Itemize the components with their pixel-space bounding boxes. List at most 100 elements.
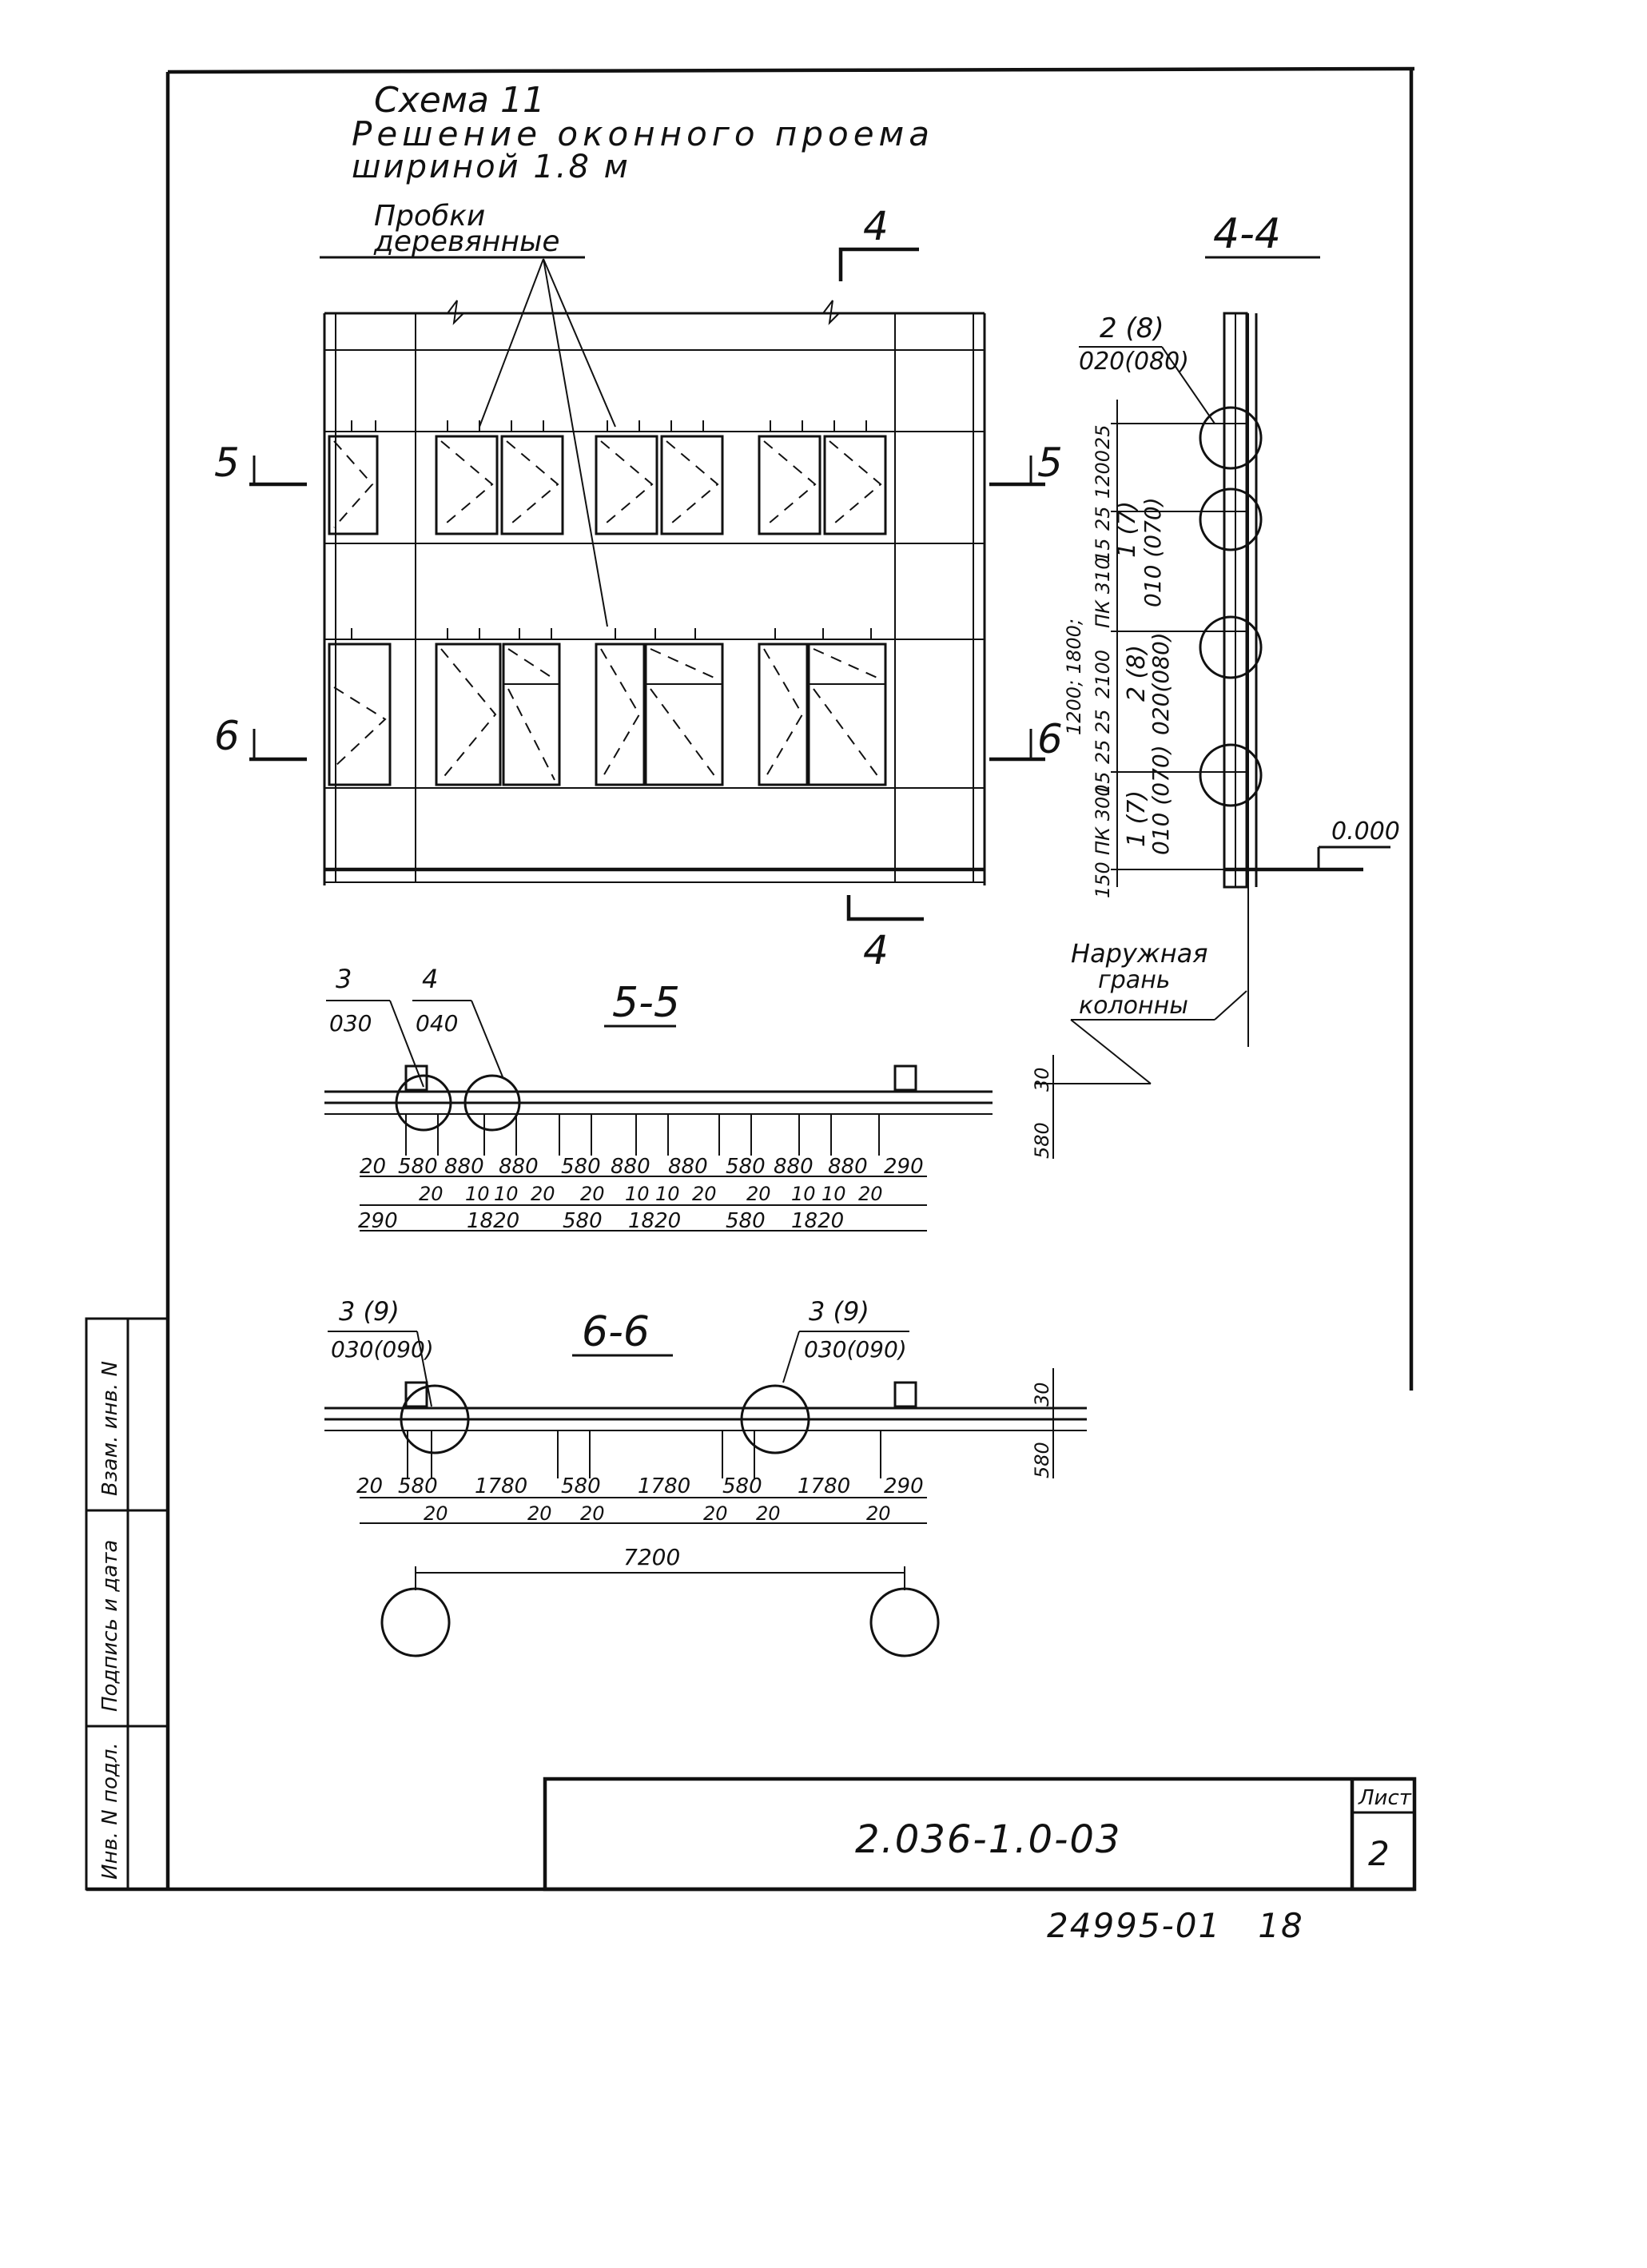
plugs-label-line-1: Пробки — [374, 200, 485, 233]
s55-r2-5: 10 — [625, 1183, 650, 1205]
s55-r2-3: 20 — [531, 1183, 555, 1205]
s44-callout-1-bottom: 020(080) — [1079, 348, 1189, 376]
s55-dim-row-2: 20 10 10 20 20 10 10 20 20 10 10 20 — [419, 1183, 883, 1205]
s55-height-2: 580 — [1031, 1122, 1053, 1159]
s55-r2-8: 20 — [746, 1183, 771, 1205]
section-4-4: 4-4 0.000 2 (8) 020(080) 1 (7) 010 (070)… — [1036, 210, 1400, 1084]
s66-callout-1-top: 3 (9) — [339, 1296, 400, 1327]
section-mark-6-left: 6 — [214, 713, 307, 762]
s66-height-2: 580 — [1031, 1442, 1053, 1478]
s66-height-1: 30 — [1031, 1382, 1053, 1407]
sheet-frame — [86, 66, 1415, 1892]
plugs-label: Пробки деревянные — [320, 200, 616, 627]
section-mark-5-right: 5 — [989, 440, 1063, 487]
s55-callout-2-bottom: 040 — [416, 1010, 458, 1037]
lower-window-band — [328, 643, 887, 786]
s55-r1-5: 880 — [611, 1155, 650, 1179]
s44-dim-6: 1200; 1800; — [1063, 619, 1085, 735]
s66-r2-5: 20 — [866, 1502, 891, 1525]
s66-r1-3: 580 — [561, 1474, 601, 1498]
s55-r1-0: 20 — [360, 1155, 386, 1179]
section-mark-4-bottom: 4 — [846, 895, 924, 973]
s55-callout-1-bottom: 030 — [329, 1010, 372, 1037]
s44-note-line-1: Наружная — [1071, 938, 1208, 969]
s55-dim-row-3: 290 1820 580 1820 580 1820 — [358, 1209, 844, 1233]
s66-dim-row-1: 20 580 1780 580 1780 580 1780 290 — [356, 1474, 924, 1498]
s66-r2-3: 20 — [703, 1502, 728, 1525]
s55-r1-7: 580 — [726, 1155, 766, 1179]
s44-dim-3: 25 — [1092, 506, 1114, 531]
s66-r2-2: 20 — [580, 1502, 605, 1525]
s55-r2-4: 20 — [580, 1183, 605, 1205]
s66-r1-7: 290 — [884, 1474, 924, 1498]
scheme-title: Схема 11 Решение оконного проема шириной… — [352, 80, 929, 185]
s55-r2-11: 20 — [858, 1183, 883, 1205]
section-mark-5-left-label: 5 — [214, 440, 240, 486]
level-mark: 0.000 — [1331, 818, 1400, 846]
s44-callout-1-top: 2 (8) — [1100, 312, 1164, 344]
s66-r2-1: 20 — [527, 1502, 552, 1525]
s55-r1-6: 880 — [668, 1155, 708, 1179]
s44-dim-10: 15 — [1092, 771, 1114, 796]
s66-r1-5: 580 — [722, 1474, 762, 1498]
s44-callout-3-top: 2 (8) — [1123, 645, 1151, 702]
s44-dim-2: 1200 — [1092, 450, 1114, 499]
s55-dim-row-1: 20 580 880 880 580 880 880 580 880 880 2… — [360, 1155, 924, 1179]
title-block-sheet-number: 2 — [1368, 1834, 1390, 1873]
s66-callout-2-bottom: 030(090) — [804, 1336, 907, 1363]
s66-callout-2-top: 3 (9) — [809, 1296, 869, 1327]
s44-dim-7: 2100 — [1092, 650, 1114, 698]
s55-r1-2: 880 — [444, 1155, 484, 1179]
s44-dim-9: 25 — [1092, 739, 1114, 764]
s55-r2-9: 10 — [791, 1183, 816, 1205]
s44-note-line-2: грань — [1098, 966, 1170, 994]
footer-stamp: 24995-01 18 — [1047, 1906, 1304, 1945]
title-block: 2.036-1.0-03 Лист 2 — [543, 1777, 1417, 1892]
s55-r2-7: 20 — [692, 1183, 717, 1205]
s66-dim-row-2: 20 20 20 20 20 20 — [424, 1502, 891, 1525]
s55-r2-0: 20 — [419, 1183, 444, 1205]
title-block-sheet-label: Лист — [1358, 1786, 1412, 1810]
s44-dim-5: ПК 310 — [1092, 557, 1114, 628]
s55-callout-1-top: 3 — [336, 964, 352, 994]
section-mark-4-top: 4 — [838, 203, 919, 281]
s44-dim-11: ПК 300 — [1092, 784, 1114, 855]
plug-posts — [351, 420, 872, 639]
axis-marker-right — [869, 1587, 940, 1657]
s66-r1-1: 580 — [398, 1474, 438, 1498]
upper-window-band — [328, 435, 887, 535]
section-mark-4-top-label: 4 — [863, 203, 889, 249]
section-mark-5-left: 5 — [214, 440, 307, 487]
s66-r1-0: 20 — [356, 1474, 383, 1498]
s55-r1-8: 880 — [774, 1155, 814, 1179]
s66-total: 7200 — [623, 1544, 680, 1570]
s55-r3-1: 1820 — [467, 1209, 519, 1233]
side-stamp: Взам. инв. N Подпись и дата Инв. N подл. — [85, 1317, 169, 1891]
s55-r1-1: 580 — [398, 1155, 438, 1179]
s66-r2-4: 20 — [756, 1502, 781, 1525]
section-6-6-title: 6-6 — [582, 1308, 650, 1356]
s55-height-1: 30 — [1031, 1067, 1053, 1092]
s66-r2-0: 20 — [424, 1502, 448, 1525]
s44-callout-2-bottom: 010 (070) — [1140, 497, 1166, 607]
stamp-inv-subst: Взам. инв. N — [98, 1361, 122, 1496]
s44-dim-8: 25 — [1092, 709, 1114, 734]
s44-callout-4-top: 1 (7) — [1123, 790, 1151, 847]
s55-r1-9: 880 — [828, 1155, 868, 1179]
s55-r2-1: 10 — [465, 1183, 490, 1205]
title-block-code: 2.036-1.0-03 — [855, 1817, 1121, 1862]
s66-r1-2: 1780 — [475, 1474, 527, 1498]
s66-callout-1-bottom: 030(090) — [331, 1336, 434, 1363]
stamp-inv-orig: Инв. N подл. — [98, 1742, 122, 1880]
s55-r1-3: 880 — [499, 1155, 539, 1179]
section-mark-5-right-label: 5 — [1037, 440, 1063, 486]
section-mark-6-left-label: 6 — [214, 713, 240, 759]
s44-dim-12: 150 — [1092, 861, 1114, 898]
stamp-signature-date: Подпись и дата — [98, 1540, 122, 1712]
section-5-5: 5-5 3 030 4 040 30 580 — [324, 964, 1054, 1233]
s55-callout-2-top: 4 — [422, 964, 438, 994]
s55-r3-2: 580 — [563, 1209, 603, 1233]
s55-r3-3: 1820 — [628, 1209, 681, 1233]
s55-r3-4: 580 — [726, 1209, 766, 1233]
section-5-5-title: 5-5 — [612, 979, 680, 1027]
